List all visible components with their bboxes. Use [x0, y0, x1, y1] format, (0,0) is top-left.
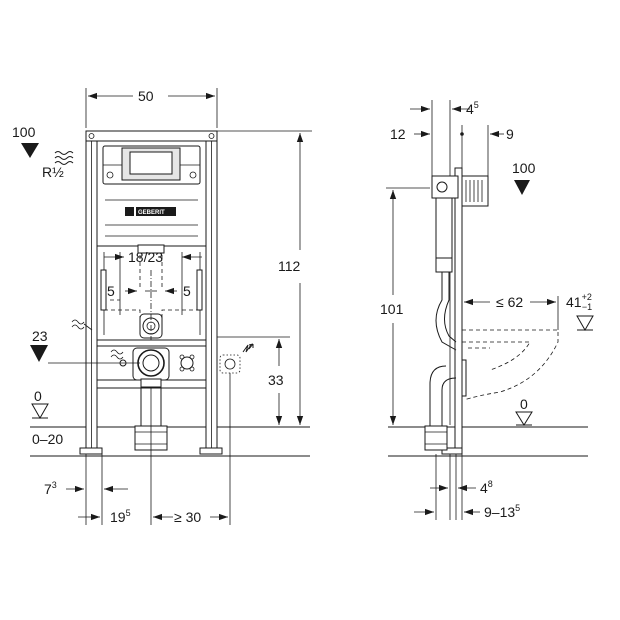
side-frame-upright	[454, 167, 463, 455]
side-dim-bottom-2: 9–135	[484, 503, 520, 520]
dim-offset-right: 5	[183, 283, 191, 299]
brand-label: GEBERIT	[138, 210, 165, 216]
water-supply-icon	[54, 151, 74, 165]
dim-bottom-right: ≥ 30	[174, 509, 201, 525]
side-cistern-tank	[435, 197, 453, 259]
level-marker-0	[31, 403, 49, 420]
frame-top-rail	[85, 130, 218, 142]
geberit-logo: GEBERIT	[125, 207, 176, 216]
dim-inner-span: 18/23	[128, 249, 163, 265]
dim-height: 112	[278, 258, 301, 274]
front-view: GEBERIT	[12, 88, 312, 525]
dim-bottom-left: 73	[44, 480, 57, 497]
electrical-box	[219, 343, 254, 374]
side-dim-height: 101	[380, 301, 404, 317]
label-floor-level: 0	[34, 388, 42, 404]
flush-pipe-top	[137, 244, 165, 254]
label-water-level: 100	[12, 124, 36, 140]
actuator-housing	[129, 151, 173, 175]
label-drain-level: 23	[32, 328, 48, 344]
level-marker-100	[21, 143, 39, 158]
side-dim-bowl-height: 41+2−1	[566, 292, 592, 312]
side-flush-pipe	[435, 272, 457, 351]
side-level-marker-41	[576, 315, 594, 332]
fixing-point-right	[180, 356, 194, 370]
side-dim-top-right: 9	[506, 126, 514, 142]
side-dim-bottom-1: 48	[480, 479, 493, 496]
side-level-marker-0	[515, 411, 533, 426]
side-wc-bowl-outline	[462, 329, 559, 401]
side-dim-top-left: 12	[390, 126, 406, 142]
side-label-floor-level: 0	[520, 396, 528, 412]
side-view: 45 12 9 100 101 ≤ 62 41+2−1 0 48 9–135	[380, 100, 594, 520]
side-cistern-top	[431, 175, 459, 199]
side-bracket-left	[100, 269, 107, 311]
drain-connection	[132, 347, 170, 388]
side-frame-foot	[441, 447, 463, 455]
drain-water-icon	[71, 319, 124, 360]
dim-bottom-mid: 195	[110, 508, 131, 525]
side-connector	[461, 359, 467, 397]
frame-left-foot	[79, 447, 103, 455]
side-level-marker-100	[514, 180, 530, 195]
side-drain-bottom	[424, 425, 448, 451]
label-water-connection: R½	[42, 164, 64, 180]
frame-mid-rail	[96, 339, 207, 347]
side-cistern-valve	[435, 257, 453, 273]
side-bracket-right	[196, 269, 203, 311]
side-dim-bowl-depth: ≤ 62	[496, 294, 523, 310]
side-dim-top-mid: 45	[466, 100, 479, 117]
side-drain-pipe	[429, 365, 447, 426]
dim-power-height: 33	[268, 372, 284, 388]
label-floor-range: 0–20	[32, 431, 63, 447]
level-marker-23	[30, 345, 48, 362]
frame-right-foot	[199, 447, 223, 455]
dim-width: 50	[138, 88, 154, 104]
side-label-water-level: 100	[512, 160, 536, 176]
dim-offset-left: 5	[107, 283, 115, 299]
